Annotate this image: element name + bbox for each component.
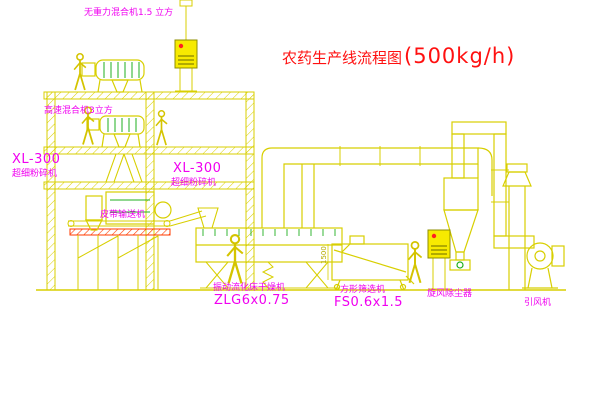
high-speed-mixer: [86, 115, 145, 148]
mezzanine-platform: [69, 228, 171, 290]
building-frame: [43, 91, 255, 291]
label-sifter-model: FS0.6x1.5: [334, 295, 404, 310]
title-capacity: (500kg/h): [404, 44, 516, 68]
label-fan: 引风机: [524, 298, 552, 308]
y-splitter-chute: [105, 153, 143, 183]
fluidized-bed-dryer: [195, 227, 343, 289]
cyclone-separator: [443, 121, 507, 271]
label-dryer-model: ZLG6x0.75: [214, 293, 290, 308]
main-duct: [261, 146, 493, 228]
label-sifter-name: 方形筛选机: [340, 285, 386, 295]
cabinet2-indicator-light: [431, 233, 437, 239]
label-dryer-name: 振动流化床干燥机: [213, 283, 286, 293]
worker-top-floor: [73, 53, 87, 91]
downcomer-duct: [491, 133, 535, 249]
label-pulverizer-left-name: 超细粉碎机: [12, 169, 58, 179]
label-cyclone: 旋风除尘器: [427, 289, 473, 299]
label-high-speed-mixer: 高速混合机3立方: [44, 106, 113, 116]
worker-ground-right: [407, 240, 423, 285]
belt-conveyor: [67, 210, 207, 227]
square-sifter: [327, 235, 415, 291]
label-pulverizer-left-model: XL-300: [12, 152, 61, 167]
label-pulverizer-mid-name: 超细粉碎机: [171, 178, 217, 188]
pulverizer: [85, 191, 172, 231]
exhaust-stack: [502, 163, 532, 290]
label-pulverizer-mid-model: XL-300: [173, 161, 222, 176]
dimension-1500: 1500: [320, 246, 328, 264]
control-cabinet-1: [174, 39, 198, 92]
label-gravity-free-mixer: 无重力混合机1.5 立方: [84, 8, 174, 18]
title-text: 农药生产线流程图: [282, 49, 403, 67]
worker-ground-left: [225, 233, 245, 285]
gravity-free-mixer: [81, 59, 145, 93]
label-belt-conveyor: 皮带输送机: [100, 210, 146, 220]
induced-draft-fan: [522, 242, 565, 289]
hoist-line: [179, 0, 193, 40]
worker-second-floor-right: [155, 110, 168, 147]
cabinet1-indicator-light: [178, 43, 184, 49]
diagram-title: 农药生产线流程图 (500kg/h): [282, 44, 515, 68]
control-cabinet-2: [427, 229, 451, 290]
